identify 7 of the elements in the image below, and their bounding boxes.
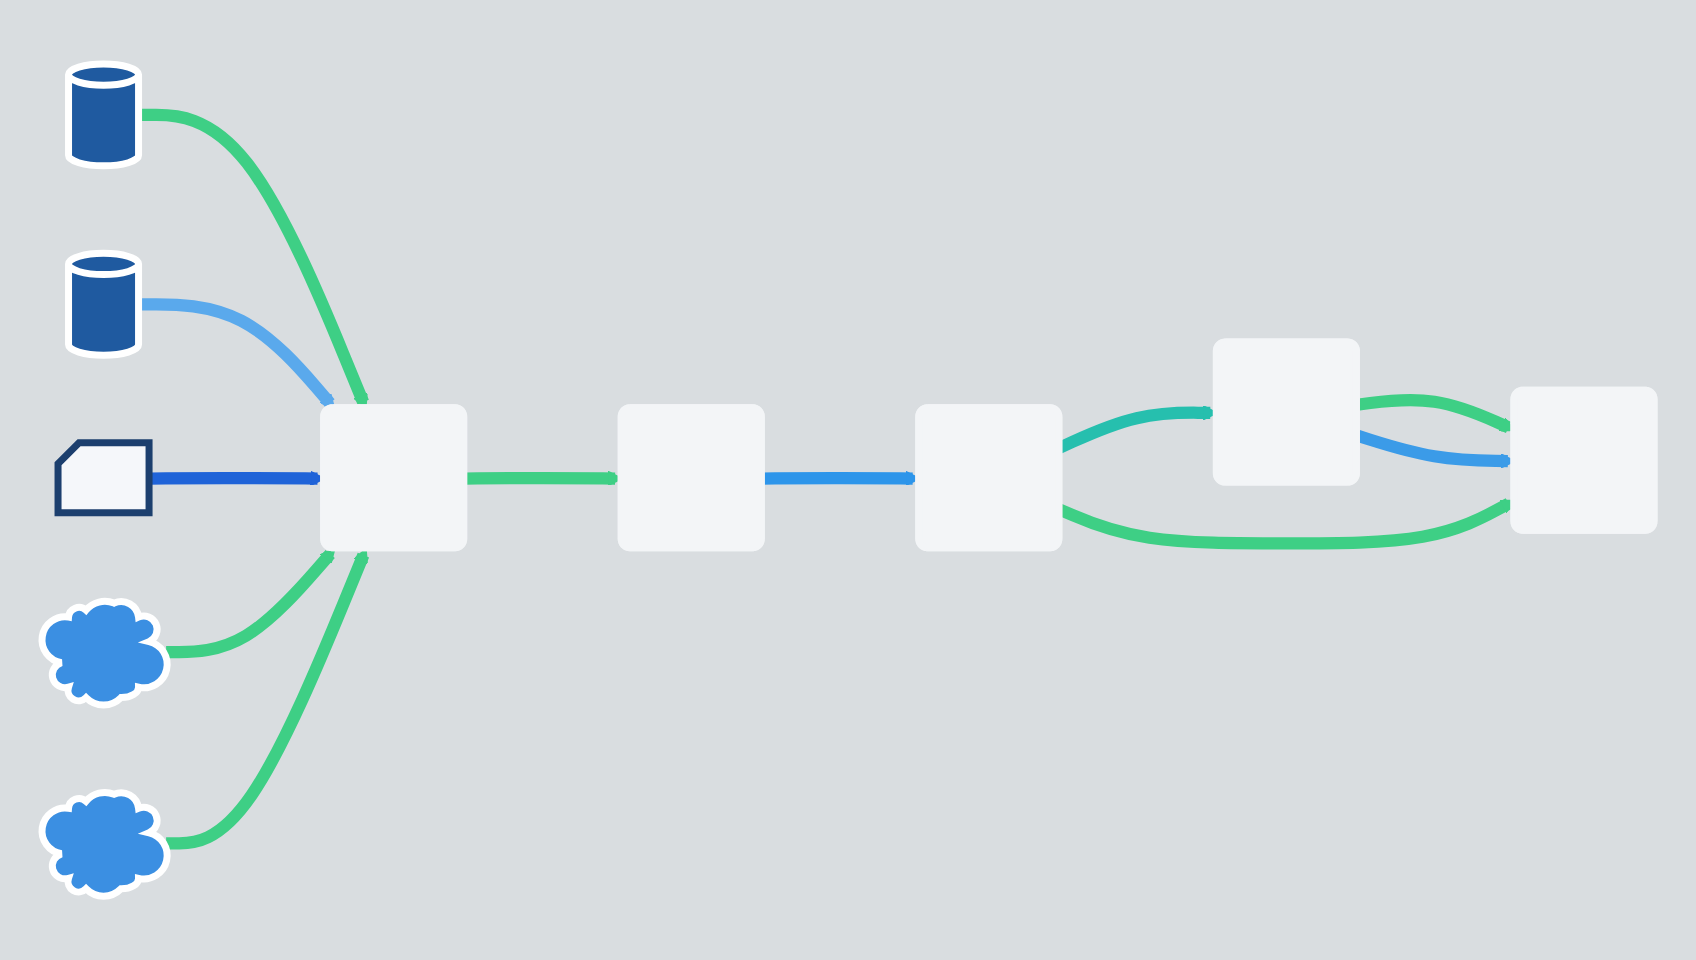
node-cloud [38, 788, 171, 900]
arrow [166, 547, 336, 659]
arrow [166, 547, 370, 850]
node-cylinder [65, 249, 143, 359]
node-cloud [38, 597, 171, 709]
node-folder [54, 439, 153, 517]
node-cylinder [65, 60, 143, 170]
